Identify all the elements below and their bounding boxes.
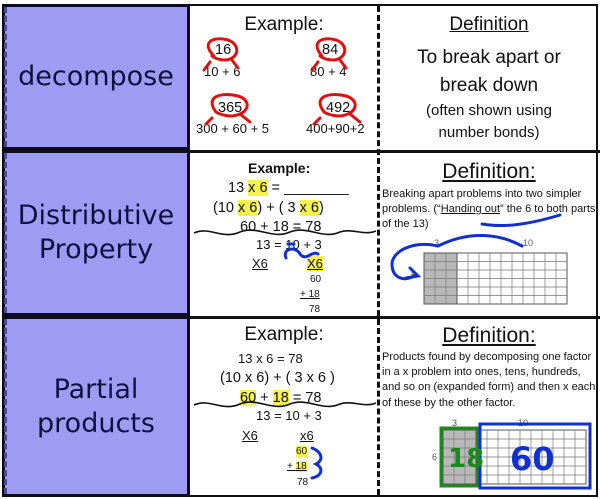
product-total: 78 (309, 304, 321, 315)
term-label: Partial products (37, 373, 155, 439)
equation-line: 13 x 6 = 78 (238, 351, 303, 366)
partial-product: + 18 (300, 289, 320, 300)
grid-label: 3 (452, 418, 458, 428)
definition-note: (often shown using number bonds) (426, 102, 552, 141)
term-cell-partial-products: Partial products (2, 316, 190, 497)
torn-edge (193, 401, 377, 408)
torn-edge (193, 229, 377, 236)
number-bond-top: 492 (326, 100, 351, 116)
definition-title: Definition: (442, 160, 536, 183)
term-label: decompose (18, 61, 174, 93)
equation-line: 13 = 10 + 3 (256, 408, 322, 423)
example-title: Example: (244, 14, 324, 35)
example-title: Example: (244, 324, 324, 345)
partial-product: 60 (310, 274, 322, 285)
row-divider (190, 316, 600, 319)
handing-out-marks (390, 213, 562, 281)
equation-line: 13 x 6 = ________ (228, 180, 349, 196)
mult-right: x6 (300, 428, 314, 443)
number-bond-top: 16 (215, 42, 232, 58)
row-divider (190, 150, 600, 153)
equation-line: (10 x 6) + ( 3 x 6) (213, 200, 324, 216)
grid-label: 6 (432, 452, 438, 462)
number-bond-bottom: 400+90+2 (306, 121, 365, 136)
mult-right: X6 (307, 256, 323, 271)
grid-label: 3 (434, 238, 440, 248)
number-bond-bottom: 80 + 4 (310, 64, 347, 79)
handwritten-product: 18 (448, 444, 485, 474)
product-total: 78 (297, 477, 309, 488)
term-cell-distributive: Distributive Property (2, 150, 190, 316)
content-frame (190, 4, 598, 497)
mult-left: X6 (252, 256, 268, 271)
number-bond-bottom: 10 + 6 (204, 64, 241, 79)
definition-text: Products found by decomposing one factor… (382, 351, 596, 409)
term-cell-decompose: decompose (2, 4, 190, 150)
blue-pen-marks (283, 242, 320, 260)
number-bond-marks (202, 37, 362, 126)
number-bond-top: 84 (322, 42, 339, 58)
example-title: Example: (248, 160, 311, 176)
definition-title: Definition: (442, 324, 536, 347)
column-divider (377, 6, 380, 495)
number-bond-bottom: 300 + 60 + 5 (196, 121, 270, 136)
area-grid (423, 252, 568, 305)
equation-line: (10 x 6) + ( 3 x 6 ) (220, 370, 335, 386)
definition-title: Definition (449, 14, 529, 35)
partial-product: + 18 (287, 461, 307, 472)
definition-text: Breaking apart problems into two simpler… (382, 188, 596, 231)
definition-text: To break apart or break down (417, 47, 561, 96)
area-grid (439, 422, 592, 490)
mult-left: X6 (242, 428, 258, 443)
grid-label: 10 (523, 238, 534, 248)
number-bond-top: 365 (218, 100, 243, 116)
term-label: Distributive Property (17, 200, 175, 265)
bracket-mark (310, 446, 323, 480)
partial-product: 60 (296, 446, 308, 457)
handwritten-product: 60 (510, 440, 555, 478)
